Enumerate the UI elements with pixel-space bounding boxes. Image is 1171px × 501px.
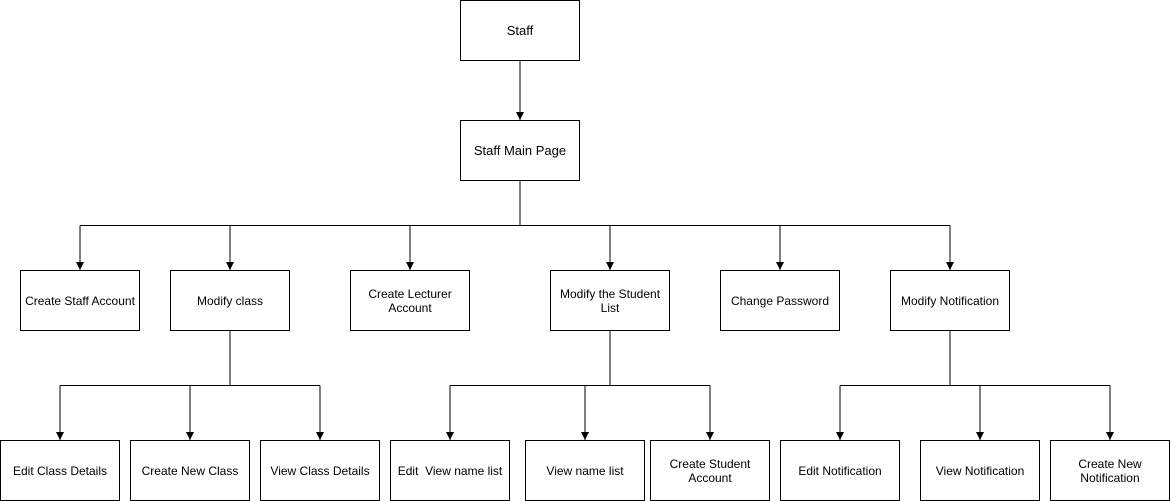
node-modify-class[interactable]: Modify class [170,270,290,331]
node-label: Create Student Account [669,456,751,485]
arrowhead [976,432,984,440]
arrowhead [316,432,324,440]
node-staff[interactable]: Staff [460,0,580,61]
arrowhead [516,112,524,120]
node-create-staff-account[interactable]: Create Staff Account [20,270,140,331]
node-label: Create New Notification [1078,456,1142,485]
node-label: Modify Notification [900,293,1000,308]
node-label: Create Lecturer Account [368,286,452,315]
node-create-new-notification[interactable]: Create New Notification [1050,440,1170,501]
node-label: Edit View name list [397,463,503,478]
node-modify-notification[interactable]: Modify Notification [890,270,1010,331]
node-edit-class-details[interactable]: Edit Class Details [0,440,120,501]
arrowhead [56,432,64,440]
node-label: View name list [546,463,624,478]
node-label: View Class Details [270,463,370,478]
node-label: Change Password [730,293,830,308]
arrowhead [446,432,454,440]
node-label: Create Staff Account [25,293,135,308]
node-view-name-list[interactable]: View name list [525,440,645,501]
node-edit-notification[interactable]: Edit Notification [780,440,900,501]
node-staff-main-page[interactable]: Staff Main Page [460,120,580,181]
node-label: Modify the Student List [559,286,661,315]
node-label: View Notification [935,463,1025,478]
arrowhead [836,432,844,440]
node-create-student-account[interactable]: Create Student Account [650,440,770,501]
arrowhead [406,262,414,270]
arrowhead [606,262,614,270]
node-label: Staff Main Page [473,142,567,158]
arrowhead [706,432,714,440]
arrowhead [581,432,589,440]
arrowhead [226,262,234,270]
node-create-new-class[interactable]: Create New Class [130,440,250,501]
node-label: Edit Class Details [12,463,108,478]
node-modify-student-list[interactable]: Modify the Student List [550,270,670,331]
node-label: Create New Class [141,463,239,478]
arrowhead [776,262,784,270]
arrowhead [76,262,84,270]
node-label: Modify class [196,293,264,308]
node-view-notification[interactable]: View Notification [920,440,1040,501]
node-label: Edit Notification [798,463,882,478]
node-change-password[interactable]: Change Password [720,270,840,331]
node-edit-view-name-list[interactable]: Edit View name list [390,440,510,501]
arrowhead [946,262,954,270]
arrowhead [1106,432,1114,440]
node-create-lecturer-account[interactable]: Create Lecturer Account [350,270,470,331]
node-view-class-details[interactable]: View Class Details [260,440,380,501]
arrowhead [186,432,194,440]
node-label: Staff [506,22,534,38]
